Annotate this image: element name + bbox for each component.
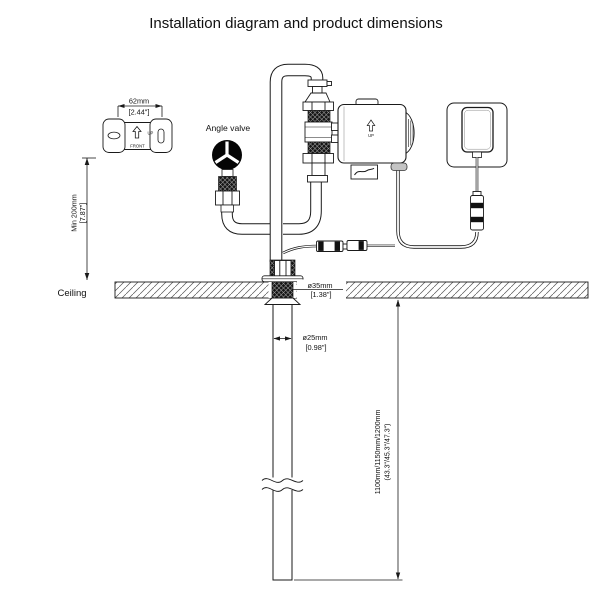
swoosh-logo-icon: [354, 167, 375, 176]
power-outlet: [446, 102, 508, 168]
power-cables: [396, 157, 484, 249]
svg-text:(43.3"/45.3"/47.3"): (43.3"/45.3"/47.3"): [385, 424, 392, 481]
solenoid-nut-bottom: [302, 153, 334, 164]
ceiling-thread: [271, 281, 294, 299]
svg-text:[7.87"]: [7.87"]: [78, 203, 87, 224]
power-connector-icon: [470, 191, 484, 231]
solenoid-valve: [302, 79, 340, 183]
valve-nut: [215, 190, 240, 206]
riser-pipe: [269, 63, 324, 262]
valve-thread: [218, 176, 237, 192]
svg-text:[2.44"]: [2.44"]: [129, 108, 150, 117]
svg-text:ø25mm: ø25mm: [302, 333, 327, 342]
bracket-up-label: UP: [148, 131, 154, 136]
control-box-up-label: UP: [368, 133, 374, 138]
mounting-bracket: UP FRONT: [102, 118, 173, 153]
control-box: UP: [337, 98, 415, 180]
svg-text:ø35mm: ø35mm: [307, 281, 332, 290]
ceiling-label: Ceiling: [57, 288, 86, 299]
pipe-break-icon: [261, 487, 304, 492]
thread-diameter-label: ø35mm [1.38"]: [293, 279, 346, 299]
svg-text:62mm: 62mm: [129, 97, 149, 106]
bracket-width-dimension: 62mm [2.44"]: [117, 97, 163, 117]
svg-text:[0.98"]: [0.98"]: [305, 343, 326, 352]
sensor-cable: [282, 240, 395, 255]
pipe-break-icon: [261, 478, 304, 483]
solenoid-nut-top: [302, 101, 334, 111]
angle-valve: Angle valve: [206, 123, 251, 213]
adapter-plug-neck: [472, 151, 482, 158]
bracket-slot-left: [107, 131, 121, 140]
pipe-diameter-dimension: ø25mm [0.98"]: [273, 333, 328, 352]
solenoid-body: [304, 121, 333, 143]
min-height-dimension: Min 200mm [7.87"]: [70, 157, 96, 280]
logo-plate: [350, 164, 378, 180]
pipe-length-dimension: 1100mm/1150mm/1200mm (43.3"/45.3"/47.3"): [294, 299, 403, 581]
shower-pipe: [261, 304, 304, 581]
page-title: Installation diagram and product dimensi…: [149, 15, 443, 32]
up-arrow-icon: [366, 119, 376, 132]
angle-valve-label: Angle valve: [206, 123, 251, 133]
solenoid-thread-top: [307, 110, 331, 123]
svg-text:Min 200mm: Min 200mm: [70, 194, 79, 232]
cable-connector-icon: [316, 240, 368, 252]
supply-hoses: [221, 181, 322, 235]
ceiling-slab: Ceiling: [57, 281, 589, 299]
svg-text:1100mm/1150mm/1200mm: 1100mm/1150mm/1200mm: [375, 410, 382, 495]
bracket-slot-right: [157, 128, 165, 144]
ceiling-flange: [261, 259, 304, 305]
svg-text:[1.38"]: [1.38"]: [310, 290, 331, 299]
cable-gland: [390, 162, 408, 171]
solenoid-thread-bottom: [307, 141, 331, 154]
escutcheon-bell: [263, 297, 302, 305]
up-arrow-icon: [132, 125, 142, 139]
bracket-front-label: FRONT: [130, 144, 145, 149]
